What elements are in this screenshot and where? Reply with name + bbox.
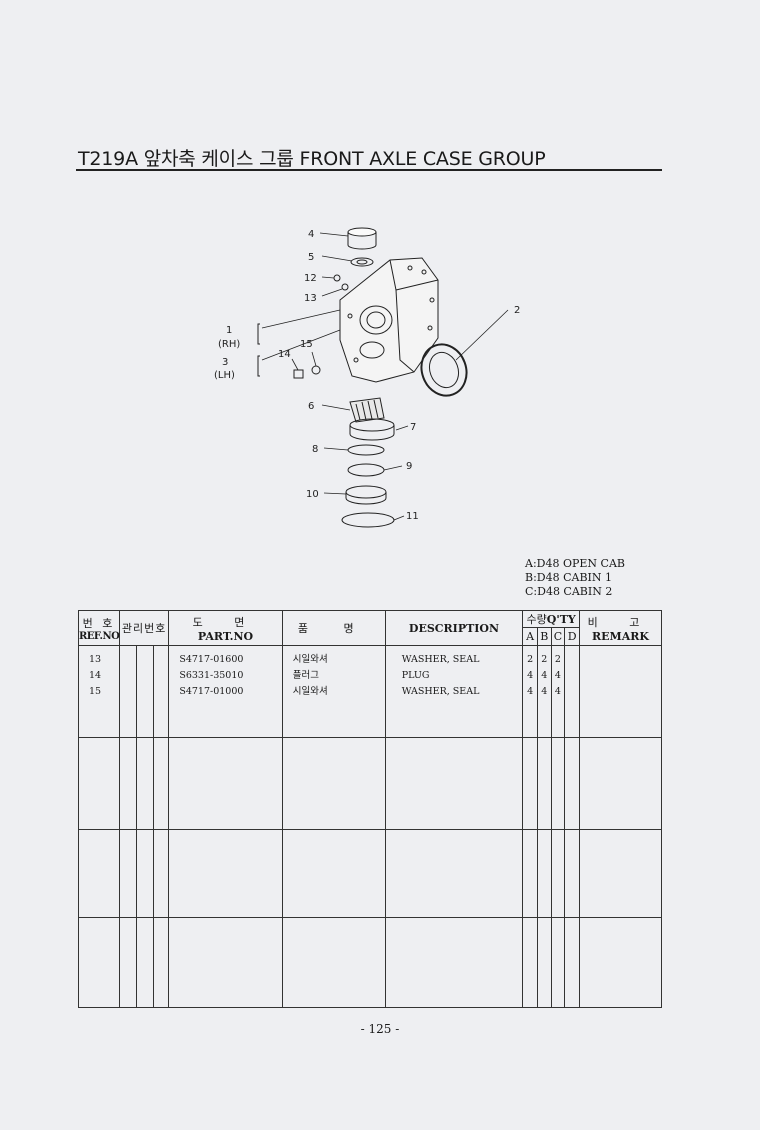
callout-1: 1 xyxy=(226,325,232,336)
row-13-name-ko: 시일와셔 xyxy=(292,654,328,665)
part-15-washer xyxy=(311,365,321,375)
row-14-part: S6331-35010 xyxy=(179,670,244,681)
ref-cell: 13 14 15 xyxy=(78,645,120,738)
row-14-qty-b: 4 xyxy=(541,670,548,681)
part-8-ring xyxy=(347,444,385,456)
callout-rh: (RH) xyxy=(218,339,240,350)
callout-2: 2 xyxy=(514,305,520,316)
row-15-qty-b: 4 xyxy=(541,686,548,697)
row-14-qty-d xyxy=(565,668,579,684)
row-14-desc: PLUG xyxy=(401,670,430,681)
legend-b: B:D48 CABIN 1 xyxy=(525,571,613,584)
callout-12: 12 xyxy=(304,273,317,284)
mgmt-cell xyxy=(152,645,170,738)
row-14-name-ko: 플러그 xyxy=(292,670,319,681)
part-14-plug xyxy=(293,369,304,379)
qty-col-d: D xyxy=(564,627,580,646)
row-14-qty-a: 4 xyxy=(527,670,534,681)
table-row: 13 14 15 S4717-01600 S6331-35010 S4717-0… xyxy=(78,645,663,738)
table-row xyxy=(78,737,663,830)
row-15-qty-c: 4 xyxy=(554,686,561,697)
header-management-no: 관리번호 xyxy=(118,610,170,646)
header-name-ko: 품 명 xyxy=(281,610,386,646)
row-15-name-ko: 시일와셔 xyxy=(292,686,328,697)
row-15-ref: 15 xyxy=(89,686,102,697)
desc-cell: WASHER, SEAL PLUG WASHER, SEAL xyxy=(384,645,524,738)
title-rule xyxy=(76,169,662,171)
legend-c: C:D48 CABIN 2 xyxy=(525,585,613,598)
part-7-bearing xyxy=(349,418,395,441)
name-ko-cell: 시일와셔 플러그 시일와셔 xyxy=(281,645,386,738)
part-5-bearing xyxy=(350,257,374,267)
callout-3: 3 xyxy=(222,357,228,368)
header-description: DESCRIPTION xyxy=(384,610,524,646)
header-qty: 수량Q'TY xyxy=(522,610,580,628)
row-15-desc: WASHER, SEAL xyxy=(401,686,480,697)
callout-10: 10 xyxy=(306,489,319,500)
row-14-ref: 14 xyxy=(89,670,102,681)
row-13-qty-a: 2 xyxy=(527,654,534,665)
part-11-circlip xyxy=(341,512,395,528)
part-12-bolt xyxy=(333,274,341,282)
page-number: - 125 - xyxy=(360,1022,400,1036)
callout-4: 4 xyxy=(308,229,314,240)
callout-lh: (LH) xyxy=(214,370,235,381)
qty-col-a: A xyxy=(522,627,538,646)
callout-9: 9 xyxy=(406,461,412,472)
callout-13: 13 xyxy=(304,293,317,304)
leader-lines xyxy=(261,232,509,521)
part-2-oil-seal xyxy=(420,343,468,397)
parts-table: 번 호 REF.NO 관리번호 도 면 PART.NO 품 명 DESCRIPT… xyxy=(78,610,663,1008)
part-4-cap xyxy=(347,227,377,250)
header-remark: 비 고 REMARK xyxy=(578,610,663,646)
remark-cell xyxy=(578,645,663,738)
header-part-no: 도 면 PART.NO xyxy=(168,610,283,646)
legend-a: A:D48 OPEN CAB xyxy=(525,557,625,570)
row-14-qty-c: 4 xyxy=(554,670,561,681)
part-9-shim xyxy=(347,463,385,477)
callout-5: 5 xyxy=(308,252,314,263)
qty-c-cell: 2 4 4 xyxy=(550,645,566,738)
table-row xyxy=(78,829,663,918)
row-13-part: S4717-01600 xyxy=(179,654,244,665)
part-13-washer xyxy=(341,283,349,291)
part-cell: S4717-01600 S6331-35010 S4717-01000 xyxy=(168,645,283,738)
row-13-qty-b: 2 xyxy=(541,654,548,665)
qty-b-cell: 2 4 4 xyxy=(536,645,552,738)
qty-col-b: B xyxy=(536,627,552,646)
callout-15: 15 xyxy=(300,339,313,350)
qty-a-cell: 2 4 4 xyxy=(522,645,538,738)
callout-11: 11 xyxy=(406,511,419,522)
mgmt-cell xyxy=(135,645,154,738)
callout-14: 14 xyxy=(278,349,291,360)
row-13-desc: WASHER, SEAL xyxy=(401,654,480,665)
front-axle-case-housing xyxy=(339,257,439,383)
exploded-parts-diagram: 4 5 12 13 2 1 (RH) 3 (LH) 14 15 6 7 8 9 … xyxy=(214,227,520,528)
qty-col-c: C xyxy=(550,627,566,646)
model-legend: A:D48 OPEN CAB B:D48 CABIN 1 C:D48 CABIN… xyxy=(525,557,625,599)
qty-d-cell xyxy=(564,645,580,738)
row-13-ref: 13 xyxy=(89,654,102,665)
mgmt-cell xyxy=(118,645,137,738)
part-6-bevel-gear xyxy=(349,397,385,423)
row-13-qty-c: 2 xyxy=(554,654,561,665)
part-10-bearing xyxy=(345,485,387,505)
callout-7: 7 xyxy=(410,422,416,433)
callout-6: 6 xyxy=(308,401,314,412)
callout-8: 8 xyxy=(312,444,318,455)
table-row xyxy=(78,917,663,1008)
row-13-qty-d xyxy=(565,652,579,668)
header-ref: 번 호 REF.NO xyxy=(78,610,120,646)
row-15-qty-d xyxy=(565,684,579,700)
page-title: T219A 앞차축 케이스 그룹 FRONT AXLE CASE GROUP xyxy=(78,148,546,170)
row-15-part: S4717-01000 xyxy=(179,686,244,697)
row-15-qty-a: 4 xyxy=(527,686,534,697)
